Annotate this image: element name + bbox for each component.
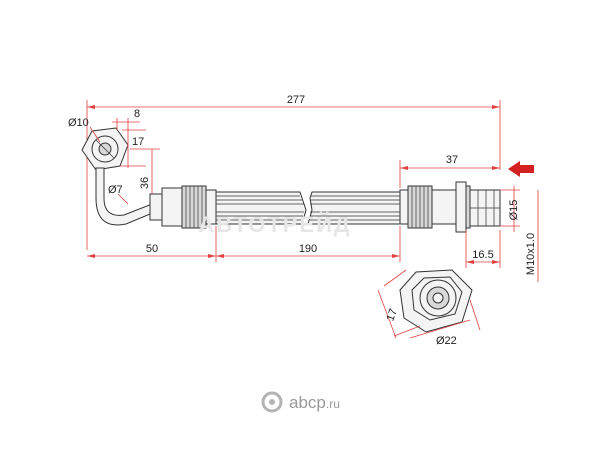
- brand-logo-icon: [261, 391, 283, 413]
- right-fitting-dimension: 37: [399, 154, 500, 188]
- thread-dimensions: Ø15 M10x1.0: [500, 186, 539, 282]
- right-fitting: [399, 181, 501, 233]
- thread-spec-label: M10x1.0: [525, 233, 537, 275]
- left-fitting: [149, 185, 217, 229]
- rubber-hose: [215, 191, 401, 225]
- bend-height-label: 36: [139, 177, 151, 189]
- hose-length-label: 190: [299, 243, 317, 255]
- banjo-eye: Ø10 8 17: [68, 108, 146, 171]
- thread-length-dimension: 16.5: [465, 230, 501, 268]
- direction-arrow: [508, 161, 534, 177]
- pipe-diameter-label: Ø7: [108, 184, 123, 196]
- brand-name: abcp: [289, 393, 326, 412]
- end-diameter-label: Ø22: [436, 335, 457, 347]
- svg-text:abcp.ru: abcp.ru: [289, 393, 340, 412]
- end-hex-label: 17: [384, 307, 399, 323]
- thread-length-label: 16.5: [472, 249, 493, 261]
- eye-width-label: 8: [134, 108, 140, 120]
- brand-logo: abcp.ru: [261, 391, 340, 413]
- bottom-dimensions: 50 190: [87, 226, 401, 262]
- brand-suffix: .ru: [326, 397, 340, 411]
- overall-dimension: 277: [86, 94, 501, 250]
- eye-hex-label: 17: [132, 136, 144, 148]
- left-fitting-length-label: 50: [146, 243, 158, 255]
- thread-diameter-label: Ø15: [508, 200, 520, 221]
- right-fitting-length-label: 37: [446, 154, 458, 166]
- watermark: АВТОТРЕЙД: [198, 212, 351, 237]
- overall-length-label: 277: [287, 94, 305, 106]
- end-view: 17 Ø22: [377, 269, 481, 347]
- eye-bore-label: Ø10: [68, 117, 89, 129]
